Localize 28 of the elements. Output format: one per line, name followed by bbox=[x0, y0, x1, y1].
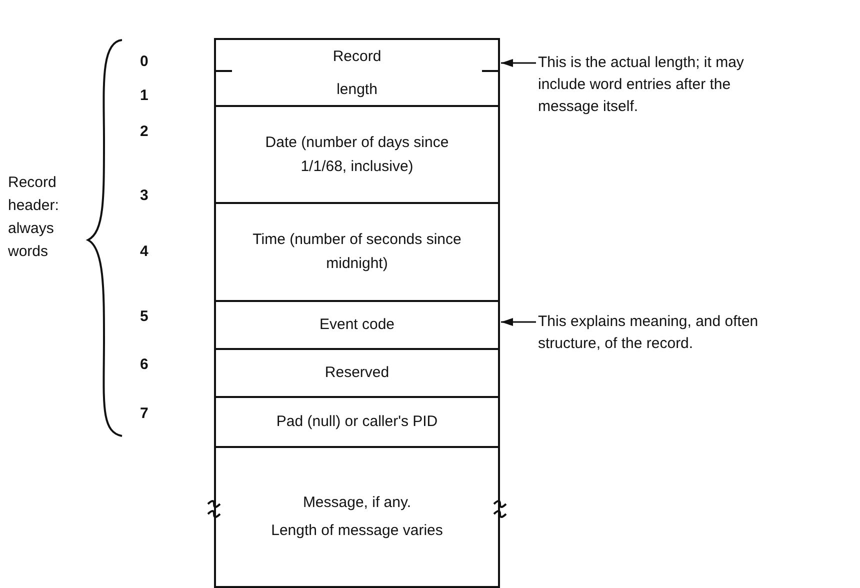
arrow bbox=[501, 59, 536, 67]
word-number: 7 bbox=[140, 404, 148, 424]
field-text: Date (number of days since 1/1/68, inclusive) bbox=[264, 132, 450, 176]
reserved-field bbox=[214, 348, 500, 398]
field-text: Record length bbox=[332, 46, 382, 100]
record-length-field bbox=[214, 38, 500, 107]
word-number: 0 bbox=[140, 52, 148, 72]
word-number: 5 bbox=[140, 307, 148, 327]
word-number: 6 bbox=[140, 355, 148, 375]
field-text: Message, if any. bbox=[302, 493, 412, 513]
field-text: Length of message varies bbox=[271, 521, 443, 541]
date-field bbox=[214, 105, 500, 204]
field-text: Time (number of seconds since midnight) bbox=[252, 230, 462, 274]
field-text: Reserved bbox=[324, 363, 390, 383]
annotation-text: This explains meaning, and often structure, of the record. bbox=[538, 311, 778, 355]
pad-field bbox=[214, 396, 500, 448]
arrow bbox=[501, 318, 536, 326]
field-text: Event code bbox=[319, 315, 395, 335]
field-text: Pad (null) or caller's PID bbox=[276, 412, 438, 432]
word-number: 4 bbox=[140, 242, 148, 262]
word-number: 1 bbox=[140, 86, 148, 106]
annotation-text: This is the actual length; it may include word entries after the message itself. bbox=[538, 52, 753, 118]
event-code-field bbox=[214, 300, 500, 350]
brace-label: Record header: always words bbox=[8, 173, 60, 262]
word-number: 2 bbox=[140, 122, 148, 142]
time-field bbox=[214, 202, 500, 302]
message-field bbox=[214, 446, 500, 588]
word-number: 3 bbox=[140, 186, 148, 206]
